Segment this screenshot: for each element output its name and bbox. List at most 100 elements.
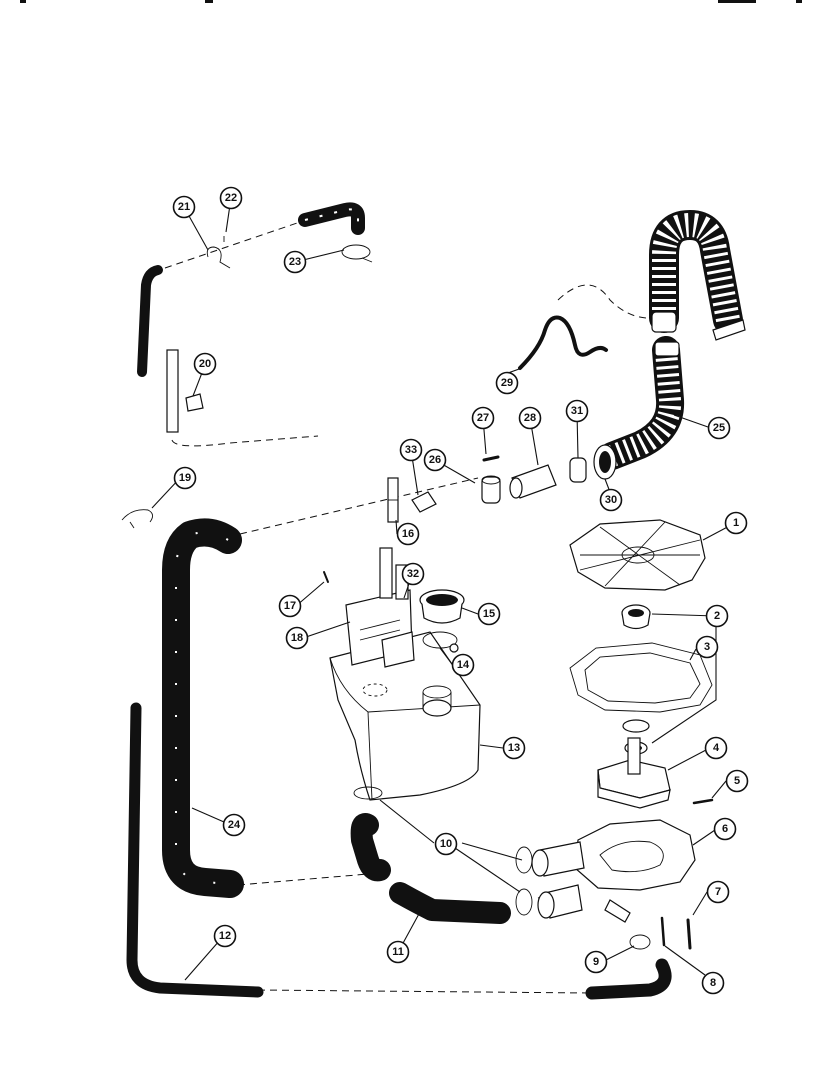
gasket-3 <box>569 642 713 713</box>
callout-10: 10 <box>434 832 458 856</box>
screw-7 <box>686 918 692 950</box>
svg-text:5: 5 <box>734 775 740 787</box>
callout-14: 14 <box>451 653 475 677</box>
pump-cover-1 <box>569 519 706 591</box>
svg-text:8: 8 <box>710 977 716 989</box>
svg-text:21: 21 <box>178 201 190 213</box>
svg-text:11: 11 <box>392 946 404 958</box>
callout-25: 25 <box>707 416 731 440</box>
svg-text:30: 30 <box>605 494 617 506</box>
tube-20 <box>166 349 179 433</box>
callout-30: 30 <box>599 488 623 512</box>
svg-text:19: 19 <box>179 472 191 484</box>
hose-24 <box>162 518 244 898</box>
callout-17: 17 <box>278 594 302 618</box>
bracket-18 <box>345 589 415 668</box>
callout-13: 13 <box>502 736 526 760</box>
svg-text:23: 23 <box>289 256 301 268</box>
svg-text:6: 6 <box>722 823 728 835</box>
clip-20 <box>185 393 204 412</box>
corrugated-hose-25 <box>593 210 746 480</box>
svg-text:16: 16 <box>402 528 414 540</box>
callout-19: 19 <box>173 466 197 490</box>
clip-19 <box>121 509 153 529</box>
clamp-9 <box>629 934 651 950</box>
callout-1: 1 <box>724 511 748 535</box>
svg-text:13: 13 <box>508 742 520 754</box>
coupling-28 <box>509 464 557 499</box>
cap-15 <box>419 589 465 624</box>
screw-8 <box>660 916 666 947</box>
vent-tube-32 <box>379 547 409 600</box>
callout-4: 4 <box>704 736 728 760</box>
svg-text:31: 31 <box>571 405 583 417</box>
svg-text:14: 14 <box>457 659 470 671</box>
svg-text:32: 32 <box>407 568 419 580</box>
screw-27 <box>482 455 500 462</box>
svg-text:9: 9 <box>593 956 599 968</box>
svg-text:22: 22 <box>225 192 237 204</box>
clamp-26 <box>481 475 501 504</box>
svg-text:2: 2 <box>714 610 720 622</box>
callout-16: 16 <box>396 522 420 546</box>
seal-2 <box>621 604 651 630</box>
svg-text:18: 18 <box>291 632 303 644</box>
tube-16 <box>387 477 399 523</box>
callout-6: 6 <box>713 817 737 841</box>
top-edge-marks <box>20 0 802 3</box>
svg-text:12: 12 <box>219 930 231 942</box>
svg-text:27: 27 <box>477 412 489 424</box>
callout-32: 32 <box>401 562 425 586</box>
svg-text:25: 25 <box>713 422 725 434</box>
callout-11: 11 <box>386 940 410 964</box>
callout-27: 27 <box>471 406 495 430</box>
screw-5 <box>692 798 714 805</box>
clamp-31 <box>569 457 587 483</box>
callout-18: 18 <box>285 626 309 650</box>
svg-text:3: 3 <box>704 641 710 653</box>
callout-7: 7 <box>706 880 730 904</box>
clamps-10-lower <box>515 846 533 916</box>
svg-text:17: 17 <box>284 600 296 612</box>
callout-31: 31 <box>565 399 589 423</box>
clamp-23 <box>341 244 373 263</box>
svg-text:4: 4 <box>713 742 720 754</box>
callout-3: 3 <box>695 635 719 659</box>
callout-21: 21 <box>172 195 196 219</box>
leader-lines <box>151 197 736 981</box>
hose-left-vertical-upper <box>137 265 163 377</box>
callout-8: 8 <box>701 971 725 995</box>
hose-elbow-under-tub <box>350 813 391 882</box>
callout-26: 26 <box>423 448 447 472</box>
callout-12: 12 <box>213 924 237 948</box>
callout-33: 33 <box>399 438 423 462</box>
hose-12 <box>126 702 264 998</box>
hose-11 <box>389 882 511 924</box>
callout-20: 20 <box>193 352 217 376</box>
callout-28: 28 <box>518 406 542 430</box>
svg-text:28: 28 <box>524 412 536 424</box>
impeller-4 <box>597 737 671 809</box>
pump-housing-6 <box>531 819 696 923</box>
svg-text:1: 1 <box>733 517 739 529</box>
callout-22: 22 <box>219 186 243 210</box>
callout-23: 23 <box>283 250 307 274</box>
callout-5: 5 <box>725 769 749 793</box>
svg-text:29: 29 <box>501 377 513 389</box>
svg-text:10: 10 <box>440 838 452 850</box>
clamp-10-upper <box>353 786 383 800</box>
svg-text:33: 33 <box>405 444 417 456</box>
callout-15: 15 <box>477 602 501 626</box>
screw-17 <box>323 571 329 583</box>
callout-2: 2 <box>705 604 729 628</box>
svg-text:26: 26 <box>429 454 441 466</box>
svg-text:7: 7 <box>715 886 721 898</box>
wire-hanger-29 <box>518 315 608 370</box>
callout-24: 24 <box>222 813 246 837</box>
hose-right-bottom <box>585 958 672 1000</box>
svg-text:24: 24 <box>228 819 241 831</box>
hose-22-upper <box>298 202 365 235</box>
callout-9: 9 <box>584 950 608 974</box>
clip-21 <box>206 246 231 269</box>
